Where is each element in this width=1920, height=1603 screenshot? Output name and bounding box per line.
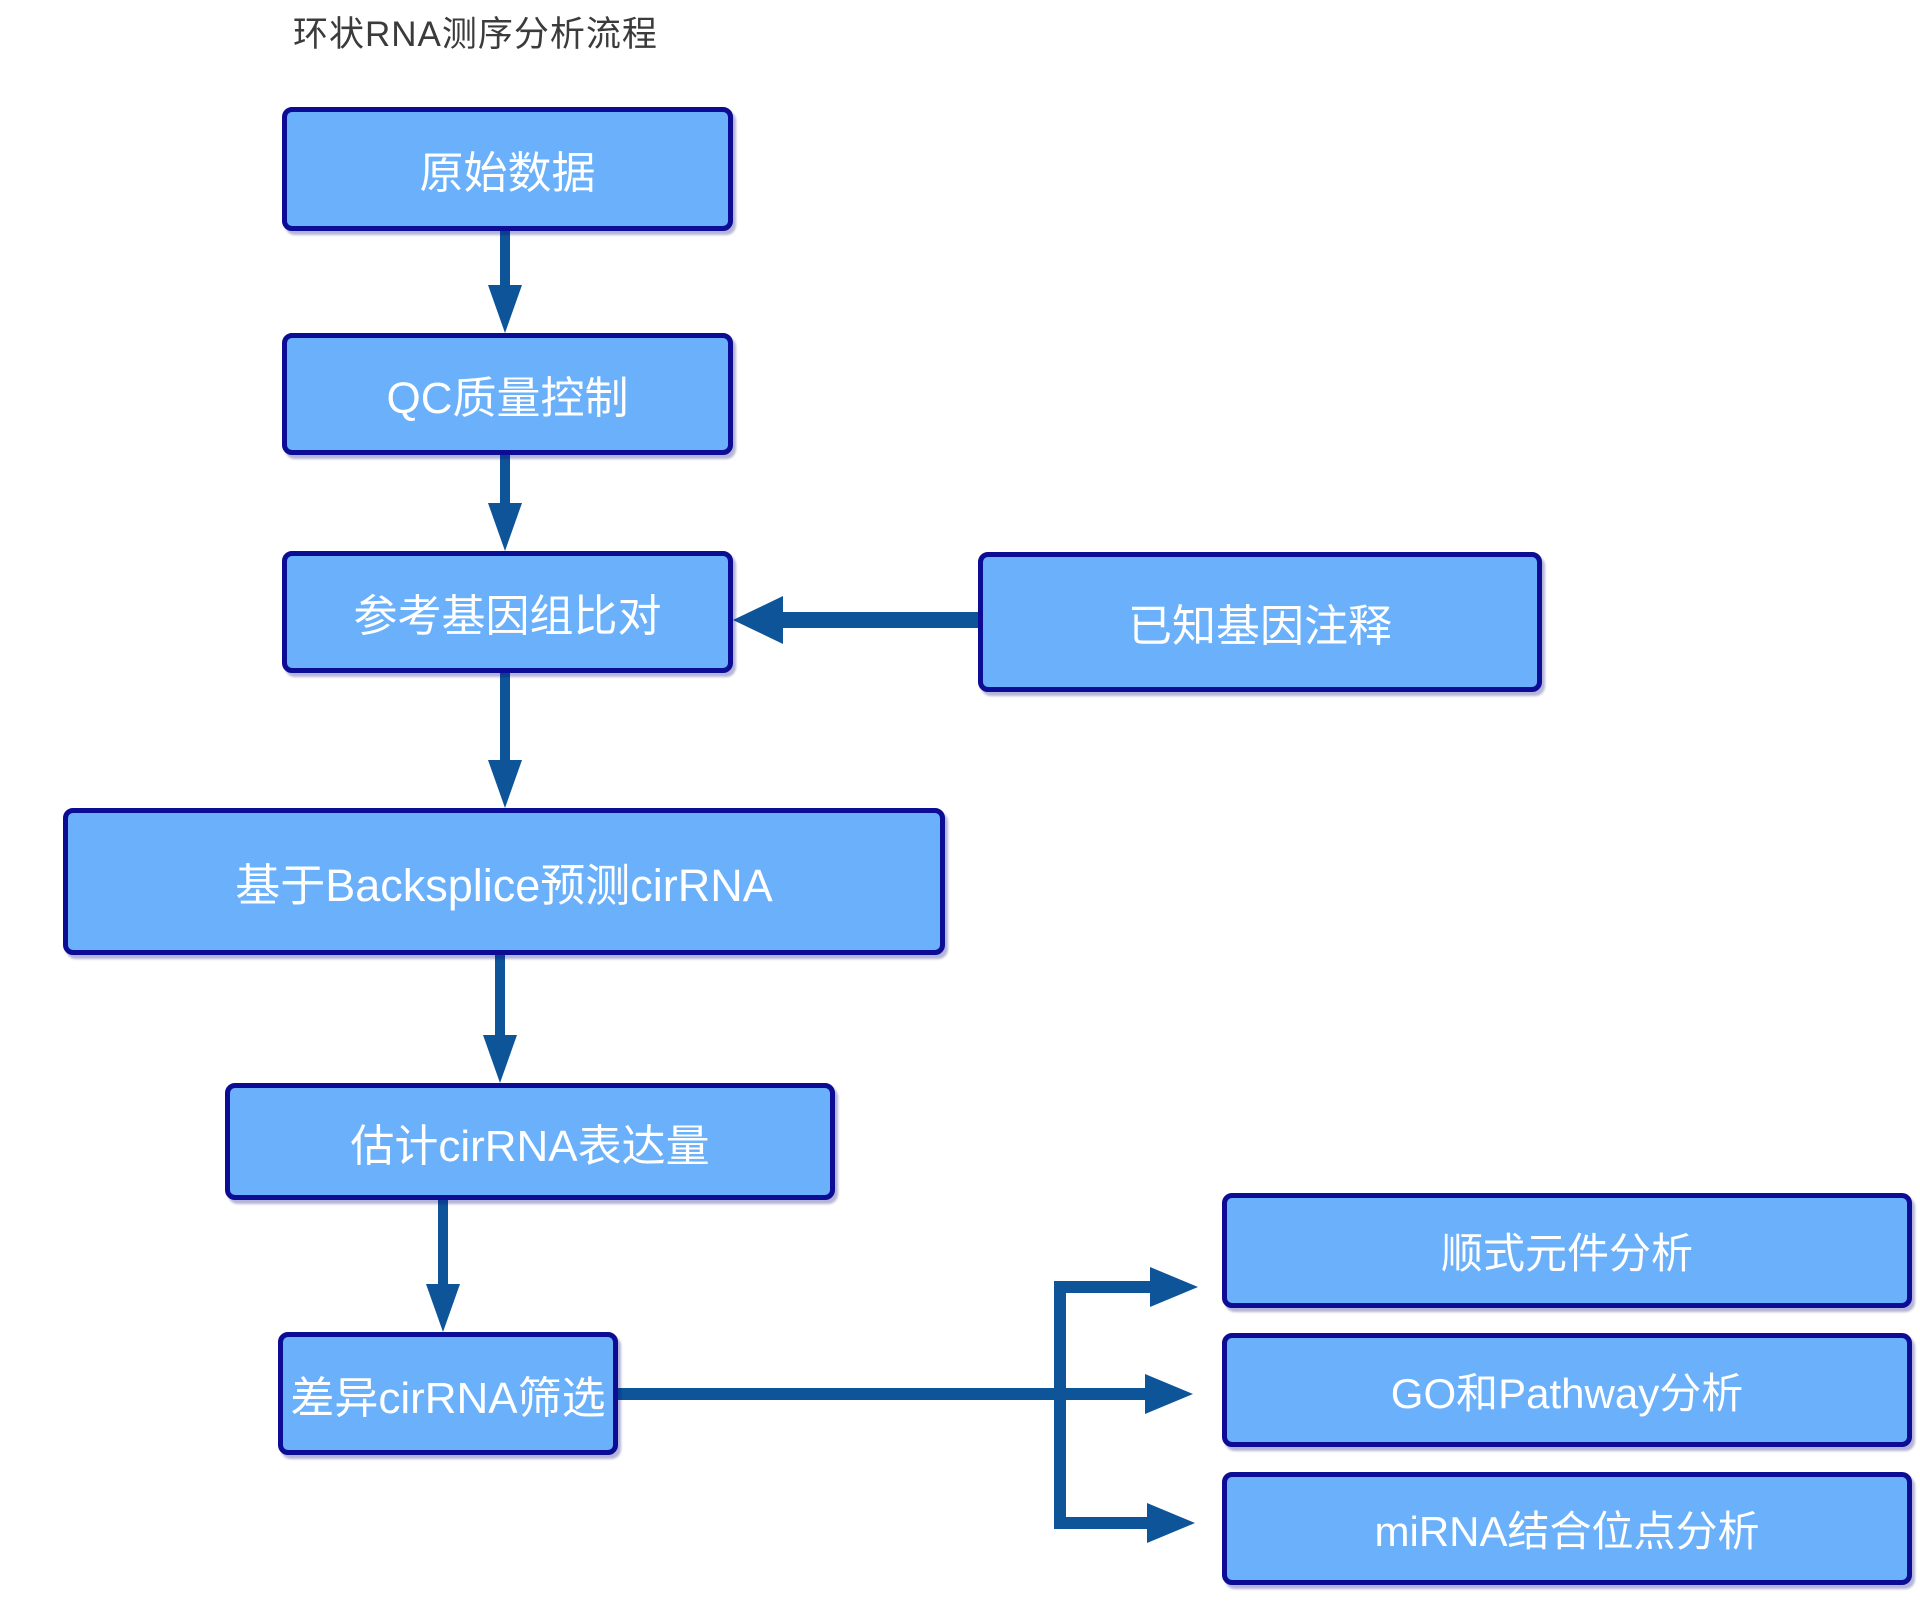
- node-known-gene-annotation: 已知基因注释: [978, 552, 1542, 692]
- node-go-pathway-analysis: GO和Pathway分析: [1222, 1333, 1912, 1447]
- branch-trunk-line: [1054, 1281, 1066, 1529]
- arrow-expression-to-diff: [426, 1200, 460, 1332]
- node-qc-quality-control: QC质量控制: [282, 333, 733, 455]
- arrow-diff-to-go-pathway: [618, 1374, 1193, 1414]
- node-backsplice-prediction: 基于Backsplice预测cirRNA: [63, 808, 945, 955]
- diagram-title: 环状RNA测序分析流程: [293, 15, 658, 54]
- node-reference-genome-alignment: 参考基因组比对: [282, 551, 733, 673]
- node-differential-cirrna-screening: 差异cirRNA筛选: [278, 1332, 618, 1455]
- node-cis-element-analysis: 顺式元件分析: [1222, 1193, 1912, 1308]
- arrow-backsplice-to-expression: [483, 955, 517, 1083]
- arrow-raw-to-qc: [488, 231, 522, 333]
- arrow-align-to-backsplice: [488, 673, 522, 808]
- node-raw-data: 原始数据: [282, 107, 733, 231]
- arrow-qc-to-align: [488, 455, 522, 551]
- arrow-diff-to-mirna: [1054, 1503, 1195, 1543]
- arrow-diff-to-cis: [1054, 1267, 1198, 1307]
- arrow-annotation-to-align: [733, 596, 978, 644]
- node-mirna-binding-site-analysis: miRNA结合位点分析: [1222, 1472, 1912, 1585]
- node-cirrna-expression-estimation: 估计cirRNA表达量: [225, 1083, 835, 1200]
